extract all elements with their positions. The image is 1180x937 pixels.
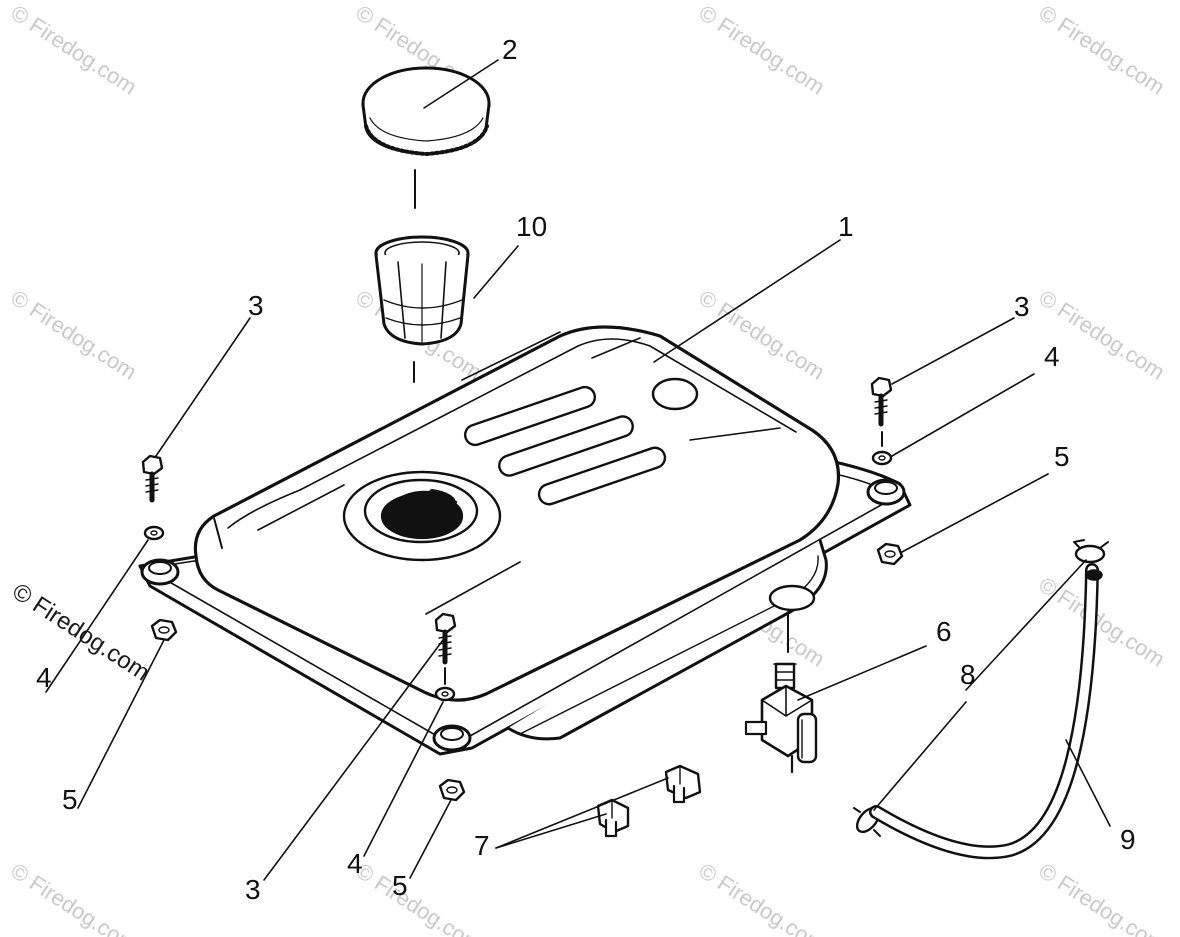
fuel-cap [361,66,491,156]
washer [434,686,456,702]
callout-washer: 4 [1044,341,1060,372]
hose-clamp [1073,539,1109,564]
callout-strainer: 10 [516,211,548,242]
callout-nut: 5 [1054,441,1070,472]
callout-fuel-cock: 6 [936,616,952,647]
mount-rubber [140,558,180,586]
nut [876,542,904,566]
callout-fuel-cap: 2 [502,34,518,65]
callout-nut: 5 [62,784,78,815]
fuel-tank [193,325,841,702]
callout-fuel-hose: 9 [1120,824,1136,855]
bolt [141,454,164,503]
washer [871,450,893,466]
callout-bolt: 3 [245,874,261,905]
fuel-cock [744,662,818,774]
callout-bolt: 3 [248,290,264,321]
hose-clip [596,798,630,838]
leader-lines [45,59,1111,881]
callout-hose-clip: 7 [474,830,490,861]
callout-nut: 5 [392,870,408,901]
mount-rubber [866,478,906,506]
bolt [870,376,893,427]
nut [150,618,178,642]
callout-washer: 4 [347,848,363,879]
hose-clip [664,764,702,804]
callout-bolt: 3 [1014,291,1030,322]
washer [143,525,165,541]
nut [438,778,466,802]
callout-hose-clamp: 8 [960,659,976,690]
callout-washer: 4 [36,662,52,693]
callout-fuel-tank: 1 [838,211,854,242]
fuel-strainer [374,235,470,346]
mount-rubber [432,724,472,752]
fuel-hose [869,563,1103,860]
